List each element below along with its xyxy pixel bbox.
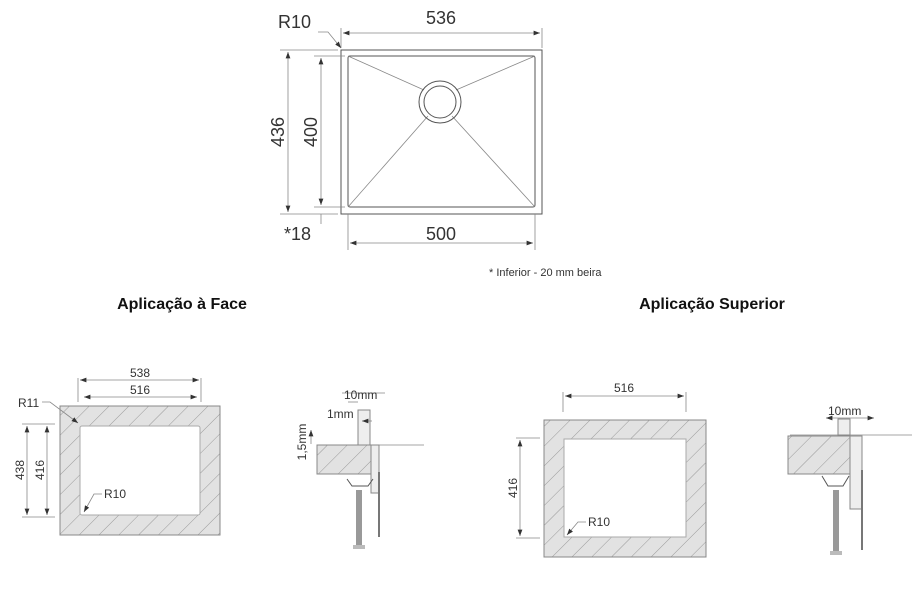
dim-face-detail-width: 10mm xyxy=(344,388,377,402)
dim-face-detail-step: 1mm xyxy=(327,407,354,421)
heading-face-application: Aplicação à Face xyxy=(117,296,247,313)
dim-top-width: 516 xyxy=(614,381,634,395)
dim-bottom-offset: *18 xyxy=(284,224,311,244)
top-application-section-detail: 10mm xyxy=(787,404,912,555)
dim-radius: R10 xyxy=(278,12,311,32)
dim-face-detail-height: 1,5mm xyxy=(295,424,309,461)
dim-face-width-inner: 516 xyxy=(130,383,150,397)
dim-top-height: 416 xyxy=(506,478,520,498)
dim-width-inner: 500 xyxy=(426,224,456,244)
dim-face-height-outer: 438 xyxy=(13,460,27,480)
dim-face-radius-inner: R10 xyxy=(104,487,126,501)
dim-height-outer: 436 xyxy=(268,117,288,147)
drain-icon xyxy=(418,80,462,124)
dim-face-height-inner: 416 xyxy=(33,460,47,480)
dim-top-radius: R10 xyxy=(588,515,610,529)
dim-top-detail-width: 10mm xyxy=(828,404,861,418)
sink-slope-lines xyxy=(347,55,536,208)
sink-inner-outline xyxy=(347,55,536,208)
dim-face-width-outer: 538 xyxy=(130,366,150,380)
sink-outer-outline xyxy=(340,49,543,215)
heading-top-application: Aplicação Superior xyxy=(639,296,785,313)
sink-top-view: 536 R10 436 400 *18 500 * Inferior - 20 … xyxy=(268,8,602,279)
dim-width-outer: 536 xyxy=(426,8,456,28)
face-application-section-detail: 10mm 1mm 1,5mm xyxy=(295,388,424,549)
dim-face-radius-outer: R11 xyxy=(18,396,39,410)
top-application-cutout: 516 416 R10 xyxy=(506,381,707,558)
footnote: * Inferior - 20 mm beira xyxy=(489,267,602,279)
dim-height-inner: 400 xyxy=(301,117,321,147)
face-application-cutout: 538 516 438 416 R11 R10 xyxy=(13,366,221,536)
